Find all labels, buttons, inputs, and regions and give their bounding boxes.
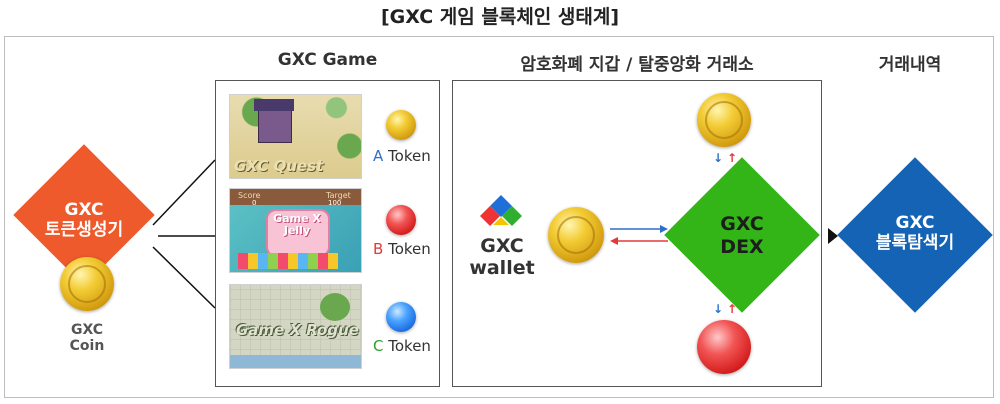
game-thumbnail-jelly: Score Target 0 100 Game X Jelly <box>229 188 362 273</box>
game-title-jelly: Game X Jelly <box>273 212 321 237</box>
diagram-title: [GXC 게임 블록체인 생태계] <box>380 6 620 28</box>
block-explorer-label-line1: GXC <box>895 213 935 233</box>
gxc-dex-label: GXC DEX <box>672 213 812 259</box>
dex-bottom-coin-icon <box>697 320 751 374</box>
explorer-arrow-icon <box>828 228 838 244</box>
token-c-letter: C <box>373 337 384 355</box>
dex-top-coin-icon <box>697 93 751 147</box>
gxc-coin-icon <box>60 257 114 311</box>
game-section-heading: GXC Game <box>277 50 378 70</box>
down-arrow-icon: ↓ <box>713 151 724 165</box>
token-generator-label: GXC 토큰생성기 <box>14 200 154 241</box>
wallet-dex-arrows <box>610 225 668 245</box>
token-a-label: A Token <box>373 147 431 165</box>
jelly-target-value: 100 <box>328 199 342 207</box>
wallet-coin-icon <box>548 207 604 263</box>
gxc-wallet-label-line2: wallet <box>469 256 535 279</box>
token-generator-label-line1: GXC <box>64 200 104 220</box>
token-b-word: Token <box>388 240 431 258</box>
block-explorer-label: GXC 블록탐색기 <box>845 213 985 254</box>
jelly-target-label: Target <box>326 191 351 200</box>
token-a-word: Token <box>388 147 431 165</box>
jelly-score-label: Score <box>238 191 261 200</box>
game-thumbnail-rogue: Game X Rogue <box>229 284 362 369</box>
gxc-coin-label-line1: GXC <box>70 322 104 338</box>
block-explorer-label-line2: 블록탐색기 <box>875 233 955 254</box>
token-b-icon <box>386 205 416 235</box>
token-c-word: Token <box>388 337 431 355</box>
jelly-score-value: 0 <box>252 199 257 207</box>
gxc-wallet-logo-icon <box>480 195 522 226</box>
gxc-coin-label-line2: Coin <box>69 338 105 355</box>
game-title-quest: GXC Quest <box>234 157 324 175</box>
gxc-dex-label-line1: GXC <box>720 213 764 235</box>
token-c-label: C Token <box>373 337 431 355</box>
token-b-label: B Token <box>373 240 431 258</box>
token-a-letter: A <box>373 147 384 165</box>
game-thumbnail-quest: GXC Quest <box>229 94 362 179</box>
gxc-coin-label: GXC Coin <box>55 322 119 354</box>
down-arrow-icon: ↓ <box>713 302 724 316</box>
gxc-wallet-label: GXC wallet <box>462 235 542 280</box>
wallet-dex-section-heading: 암호화폐 지갑 / 탈중앙화 거래소 <box>520 55 754 75</box>
token-generator-label-line2: 토큰생성기 <box>44 220 124 241</box>
history-section-heading: 거래내역 <box>878 55 942 75</box>
up-arrow-icon: ↑ <box>727 302 738 316</box>
ecosystem-frame <box>4 36 994 398</box>
game-title-rogue: Game X Rogue <box>236 321 359 339</box>
up-arrow-icon: ↑ <box>727 151 738 165</box>
gxc-wallet-label-line1: GXC <box>480 235 524 257</box>
token-b-letter: B <box>373 240 384 258</box>
gxc-dex-label-line2: DEX <box>720 235 764 258</box>
token-a-icon <box>386 110 416 140</box>
token-c-icon <box>386 302 416 332</box>
